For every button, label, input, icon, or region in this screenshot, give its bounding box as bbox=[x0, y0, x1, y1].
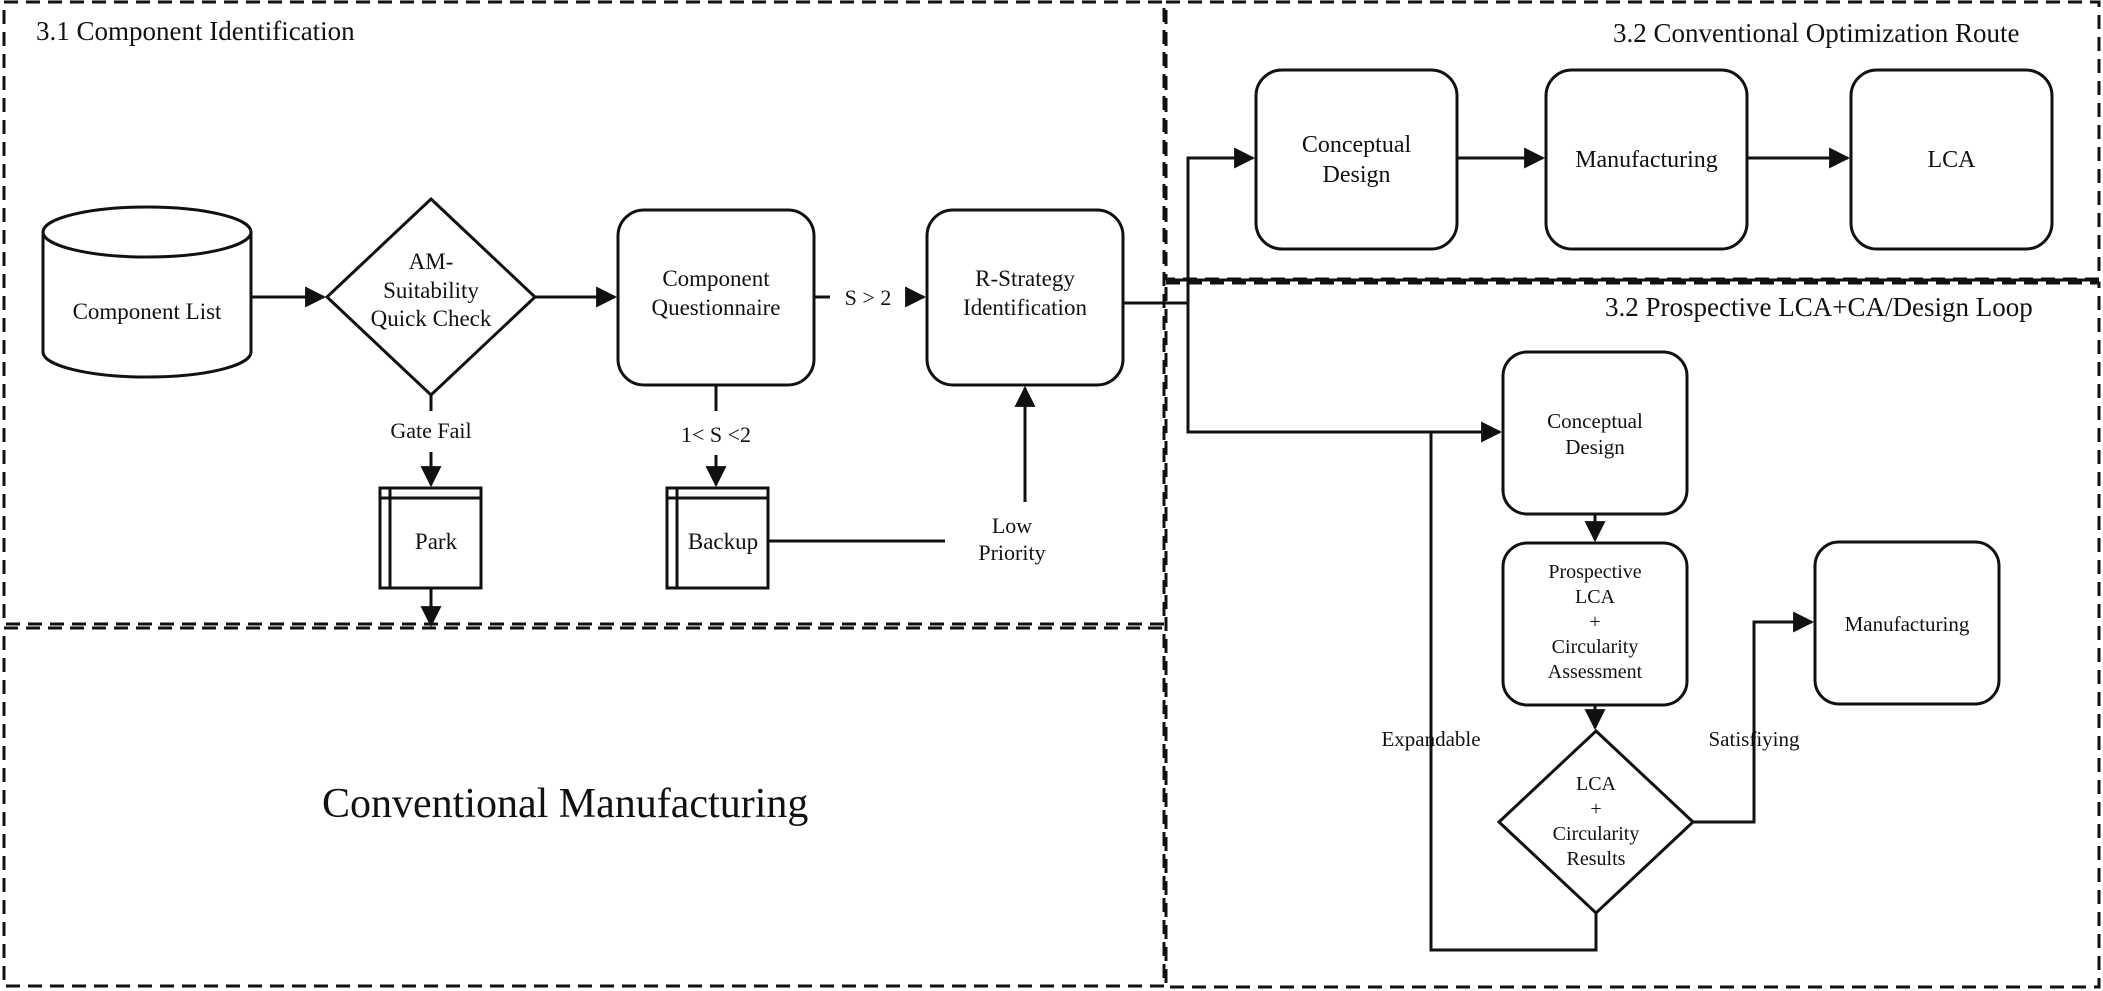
edge-rstrategy-to-conventional bbox=[1123, 147, 1256, 305]
node-am-suitability-check: AM- Suitability Quick Check bbox=[370, 248, 492, 332]
node-conv-conceptual-design: Conceptual Design bbox=[1301, 132, 1412, 188]
node-conv-manufacturing: Manufacturing bbox=[1575, 147, 1718, 173]
node-component-list: Component List bbox=[72, 298, 222, 324]
node-results-decision: LCA + Circularity Results bbox=[1552, 773, 1640, 870]
edge-rstrategy-to-loop bbox=[1186, 303, 1503, 443]
node-park: Park bbox=[414, 528, 458, 554]
edge-label-gate-fail: Gate Fail bbox=[390, 418, 472, 444]
component-list-shape bbox=[41, 205, 253, 379]
section-frame-conventional-manufacturing bbox=[2, 626, 1166, 988]
park-shape bbox=[378, 486, 483, 590]
node-backup: Backup bbox=[687, 528, 759, 554]
node-conv-lca: LCA bbox=[1927, 147, 1976, 173]
node-loop-manufacturing: Manufacturing bbox=[1844, 611, 1970, 636]
edge-label-s-greater-2: S > 2 bbox=[844, 285, 892, 311]
section-title-conventional-manufacturing: Conventional Manufacturing bbox=[322, 781, 809, 827]
section-title-component-identification: 3.1 Component Identification bbox=[36, 16, 355, 46]
edge-label-low-priority: Low Priority bbox=[978, 512, 1046, 566]
node-component-questionnaire: Component Questionnaire bbox=[651, 266, 781, 320]
r-strategy-shape bbox=[925, 208, 1125, 387]
backup-shape bbox=[665, 486, 770, 590]
conv-lca-shape bbox=[1849, 68, 2054, 251]
edge-label-s-between: 1< S <2 bbox=[680, 422, 752, 448]
node-prospective-assessment: Prospective LCA + Circularity Assessment bbox=[1547, 560, 1643, 683]
edge-label-expandable: Expandable bbox=[1381, 726, 1481, 751]
section-title-prospective-loop: 3.2 Prospective LCA+CA/Design Loop bbox=[1605, 292, 2033, 322]
section-frame-component-identification bbox=[2, 0, 1166, 626]
loop-manufacturing-shape bbox=[1813, 540, 2001, 706]
edge-results-satisfying-to-manufacturing bbox=[1693, 611, 1815, 824]
edge-results-expandable-loop-back bbox=[1429, 432, 1598, 952]
node-r-strategy-identification: R-Strategy Identification bbox=[963, 266, 1087, 320]
section-frame-prospective-loop bbox=[1164, 281, 2101, 989]
edge-label-satisfying: Satisfiying bbox=[1708, 726, 1800, 751]
node-loop-conceptual-design: Conceptual Design bbox=[1547, 408, 1643, 459]
section-title-conventional-optimization: 3.2 Conventional Optimization Route bbox=[1613, 18, 2020, 48]
